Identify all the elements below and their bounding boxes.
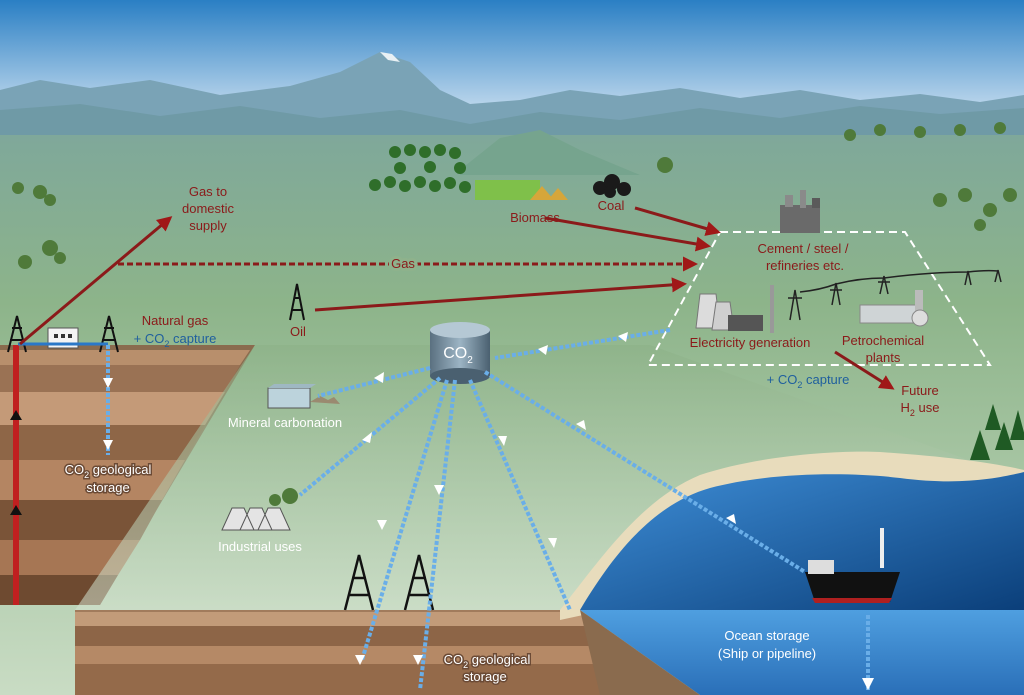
industrial-uses-plant-icon bbox=[221, 488, 298, 531]
cement-label-2: refineries etc. bbox=[766, 258, 844, 273]
ocean-storage-label-2: (Ship or pipeline) bbox=[718, 646, 816, 661]
gas-domestic-label-3: supply bbox=[189, 218, 227, 233]
future-h2-label-2: H2 use bbox=[901, 400, 940, 418]
electricity-generation-label: Electricity generation bbox=[690, 335, 811, 350]
gas-domestic-label-1: Gas to bbox=[189, 184, 227, 199]
storage-derrick-2-icon bbox=[403, 554, 435, 611]
ocean bbox=[580, 472, 1024, 610]
oil-derrick-icon bbox=[289, 283, 305, 321]
oil-label: Oil bbox=[290, 324, 306, 339]
co2-capture-left-label: + CO2 capture bbox=[134, 331, 217, 349]
industrial-uses-label: Industrial uses bbox=[218, 539, 302, 554]
mineral-carbonation-plant-icon bbox=[267, 384, 340, 409]
co2-pipelines bbox=[106, 328, 870, 691]
pylons bbox=[788, 269, 1002, 321]
petrochemical-plant-icon bbox=[859, 290, 929, 327]
pipeline-arrowheads bbox=[103, 332, 874, 690]
petrochemical-label-2: plants bbox=[866, 350, 901, 365]
gas-well-right-icon bbox=[99, 315, 119, 353]
petrochemical-label-1: Petrochemical bbox=[842, 333, 924, 348]
coal-label: Coal bbox=[598, 198, 625, 213]
cement-plant-icon bbox=[780, 190, 820, 233]
gas-domestic-label-2: domestic bbox=[182, 201, 235, 216]
green-hill bbox=[460, 130, 640, 175]
pine-trees bbox=[970, 404, 1024, 460]
power-plant-icon bbox=[695, 285, 774, 333]
forest-trees bbox=[369, 144, 471, 193]
red-flow-arrows bbox=[19, 206, 895, 390]
co2-capture-right-label: + CO2 capture bbox=[767, 372, 850, 390]
co2-tank-label: CO2 bbox=[443, 345, 473, 366]
industrial-zone-boundary bbox=[646, 231, 992, 366]
gas-processing-plant-icon bbox=[18, 327, 108, 349]
cement-label-1: Cement / steel / bbox=[757, 241, 848, 256]
geo-storage-left-label-2: storage bbox=[86, 480, 129, 495]
bottom-geology bbox=[75, 610, 600, 695]
ocean-storage-label-1: Ocean storage bbox=[724, 628, 809, 643]
natural-gas-label: Natural gas bbox=[142, 313, 209, 328]
biomass-piles bbox=[530, 186, 568, 200]
biomass-field bbox=[475, 180, 540, 200]
storage-derrick-1-icon bbox=[343, 554, 375, 611]
biomass-label: Biomass bbox=[510, 210, 560, 225]
future-h2-label-1: Future bbox=[901, 383, 939, 398]
co2-storage-tank bbox=[430, 322, 490, 384]
geo-storage-bottom-label-2: storage bbox=[463, 669, 506, 684]
geo-storage-bottom-label-1: CO2 geological bbox=[444, 652, 531, 670]
coal-icon bbox=[593, 174, 631, 198]
ocean-front bbox=[580, 610, 1024, 695]
geo-storage-left-label-1: CO2 geological bbox=[65, 462, 152, 480]
gas-label: Gas bbox=[391, 256, 415, 271]
mineral-carbonation-label: Mineral carbonation bbox=[228, 415, 342, 430]
tanker-ship-icon bbox=[805, 528, 900, 603]
savanna-trees bbox=[12, 122, 1017, 269]
